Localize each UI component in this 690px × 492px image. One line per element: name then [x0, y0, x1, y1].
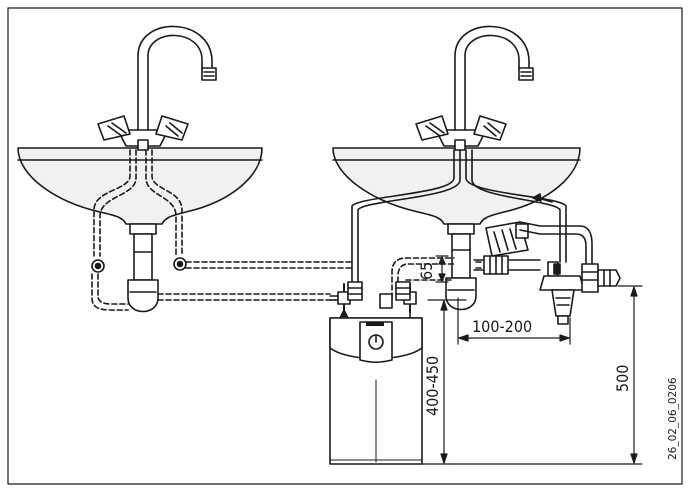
heater-connection-fittings: [329, 281, 417, 313]
undersink-water-heater: [329, 281, 423, 465]
right-washbasin: [332, 25, 581, 311]
diagram-frame: [7, 7, 683, 485]
left-mixer-tap: [97, 25, 217, 151]
dimension-label-100-200: 100-200: [472, 317, 532, 336]
dimension-500: [449, 285, 643, 465]
dimension-label-400-450: 400-450: [423, 356, 442, 416]
dimension-100-200: [457, 297, 571, 345]
dimension-label-65: 65: [417, 262, 436, 280]
mixing-valve-assembly: [473, 221, 621, 325]
dimension-400-450: [421, 299, 467, 465]
dimension-label-500: 500: [613, 365, 632, 392]
dashed-connection-lines: [391, 257, 485, 299]
right-mixer-tap: [415, 25, 534, 151]
left-washbasin: [17, 25, 353, 313]
left-angle-valves: [91, 257, 187, 273]
left-siphon: [127, 223, 159, 313]
right-siphon: [445, 223, 477, 311]
dimension-65: [435, 255, 449, 283]
figure-code: 26_02_06_0206: [667, 377, 679, 460]
